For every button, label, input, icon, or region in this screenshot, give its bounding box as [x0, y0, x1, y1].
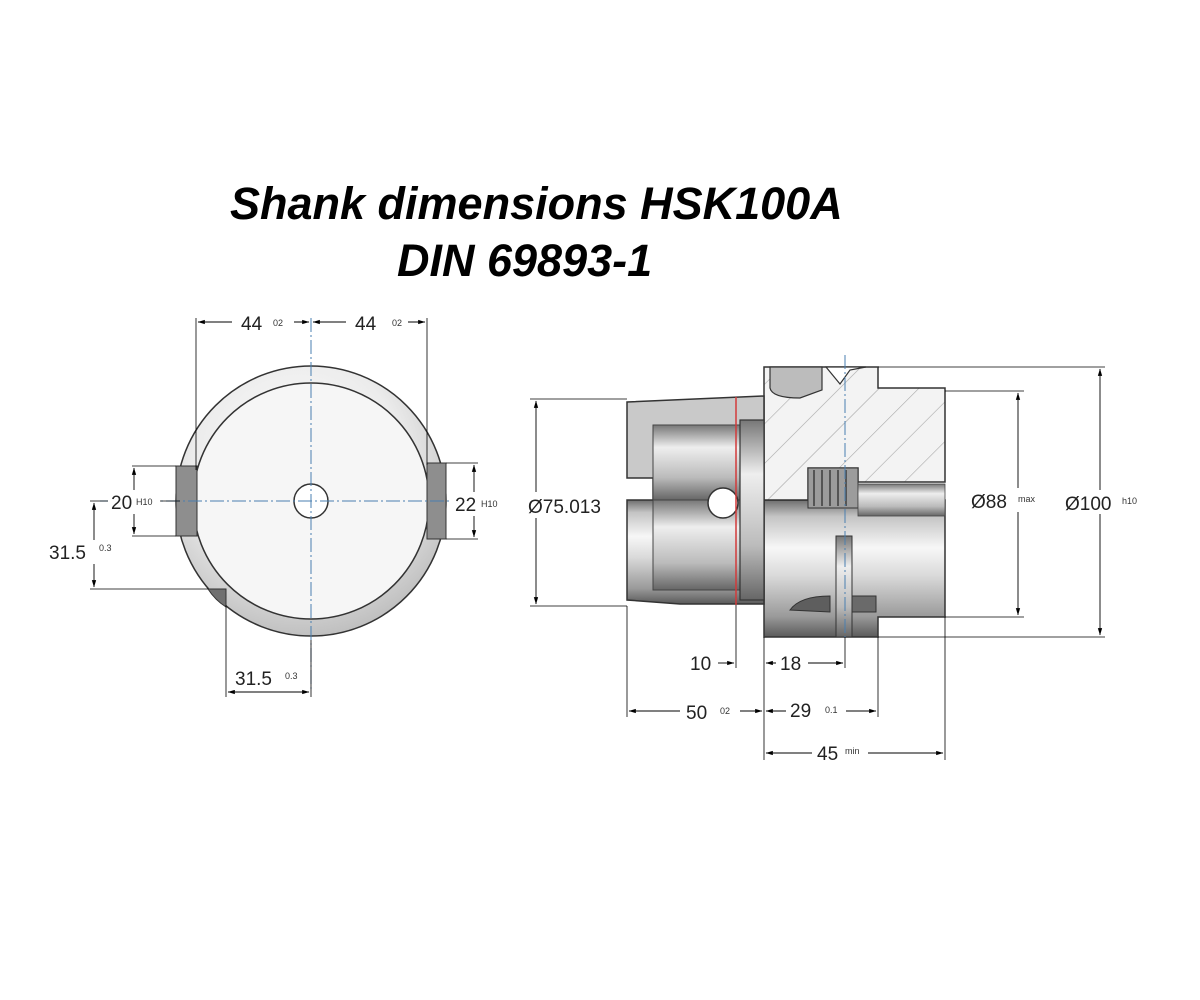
dim-diameter-88: Ø88 [971, 492, 1007, 513]
gripper-groove [769, 366, 823, 399]
coolant-channel [857, 483, 946, 517]
dim-bottom-offset-31-5: 31.5 [235, 669, 272, 690]
dim-length-29: 29 [790, 701, 811, 722]
dim-taper-diameter: Ø75.013 [528, 497, 601, 518]
thread [807, 467, 859, 509]
orientation-notch [207, 588, 227, 608]
tol-top-right-44: 02 [392, 318, 402, 328]
tol-length-45: min [845, 746, 860, 756]
tol-length-50: 02 [720, 706, 730, 716]
collar-ring [739, 419, 765, 601]
tol-diameter-100: h10 [1122, 496, 1137, 506]
lower-groove [789, 595, 831, 613]
dim-length-10: 10 [690, 654, 711, 675]
dim-top-left-44: 44 [241, 314, 263, 335]
tol-slot-left-20: H10 [136, 497, 153, 507]
v-groove [824, 366, 867, 385]
dim-top-right-44: 44 [355, 314, 377, 335]
tol-diameter-88: max [1018, 494, 1036, 504]
tol-bottom-offset-31-5: 0.3 [285, 671, 298, 681]
flange-body [763, 499, 946, 638]
side-view: Ø75.013 Ø88 max Ø100 h10 10 18 50 02 29 … [525, 355, 1146, 766]
tol-slot-right-22: H10 [481, 499, 498, 509]
dim-slot-right-22: 22 [455, 495, 476, 516]
dim-slot-left-20: 20 [111, 493, 132, 514]
keyway-slot [835, 535, 853, 638]
lower-groove-right [851, 595, 877, 613]
tol-left-offset-31-5: 0.3 [99, 543, 112, 553]
dim-diameter-100: Ø100 [1065, 494, 1111, 515]
title-line-1: Shank dimensions HSK100A [230, 178, 843, 229]
dim-length-18: 18 [780, 654, 801, 675]
coolant-hole [707, 487, 739, 519]
dim-left-offset-31-5: 31.5 [49, 543, 86, 564]
front-view: 44 02 44 02 20 H10 22 H10 31.5 0.3 31.5 … [46, 310, 504, 697]
title-line-2: DIN 69893-1 [397, 235, 653, 286]
dim-length-45: 45 [817, 744, 838, 765]
dim-length-50: 50 [686, 703, 707, 724]
tol-length-29: 0.1 [825, 705, 838, 715]
tol-top-left-44: 02 [273, 318, 283, 328]
